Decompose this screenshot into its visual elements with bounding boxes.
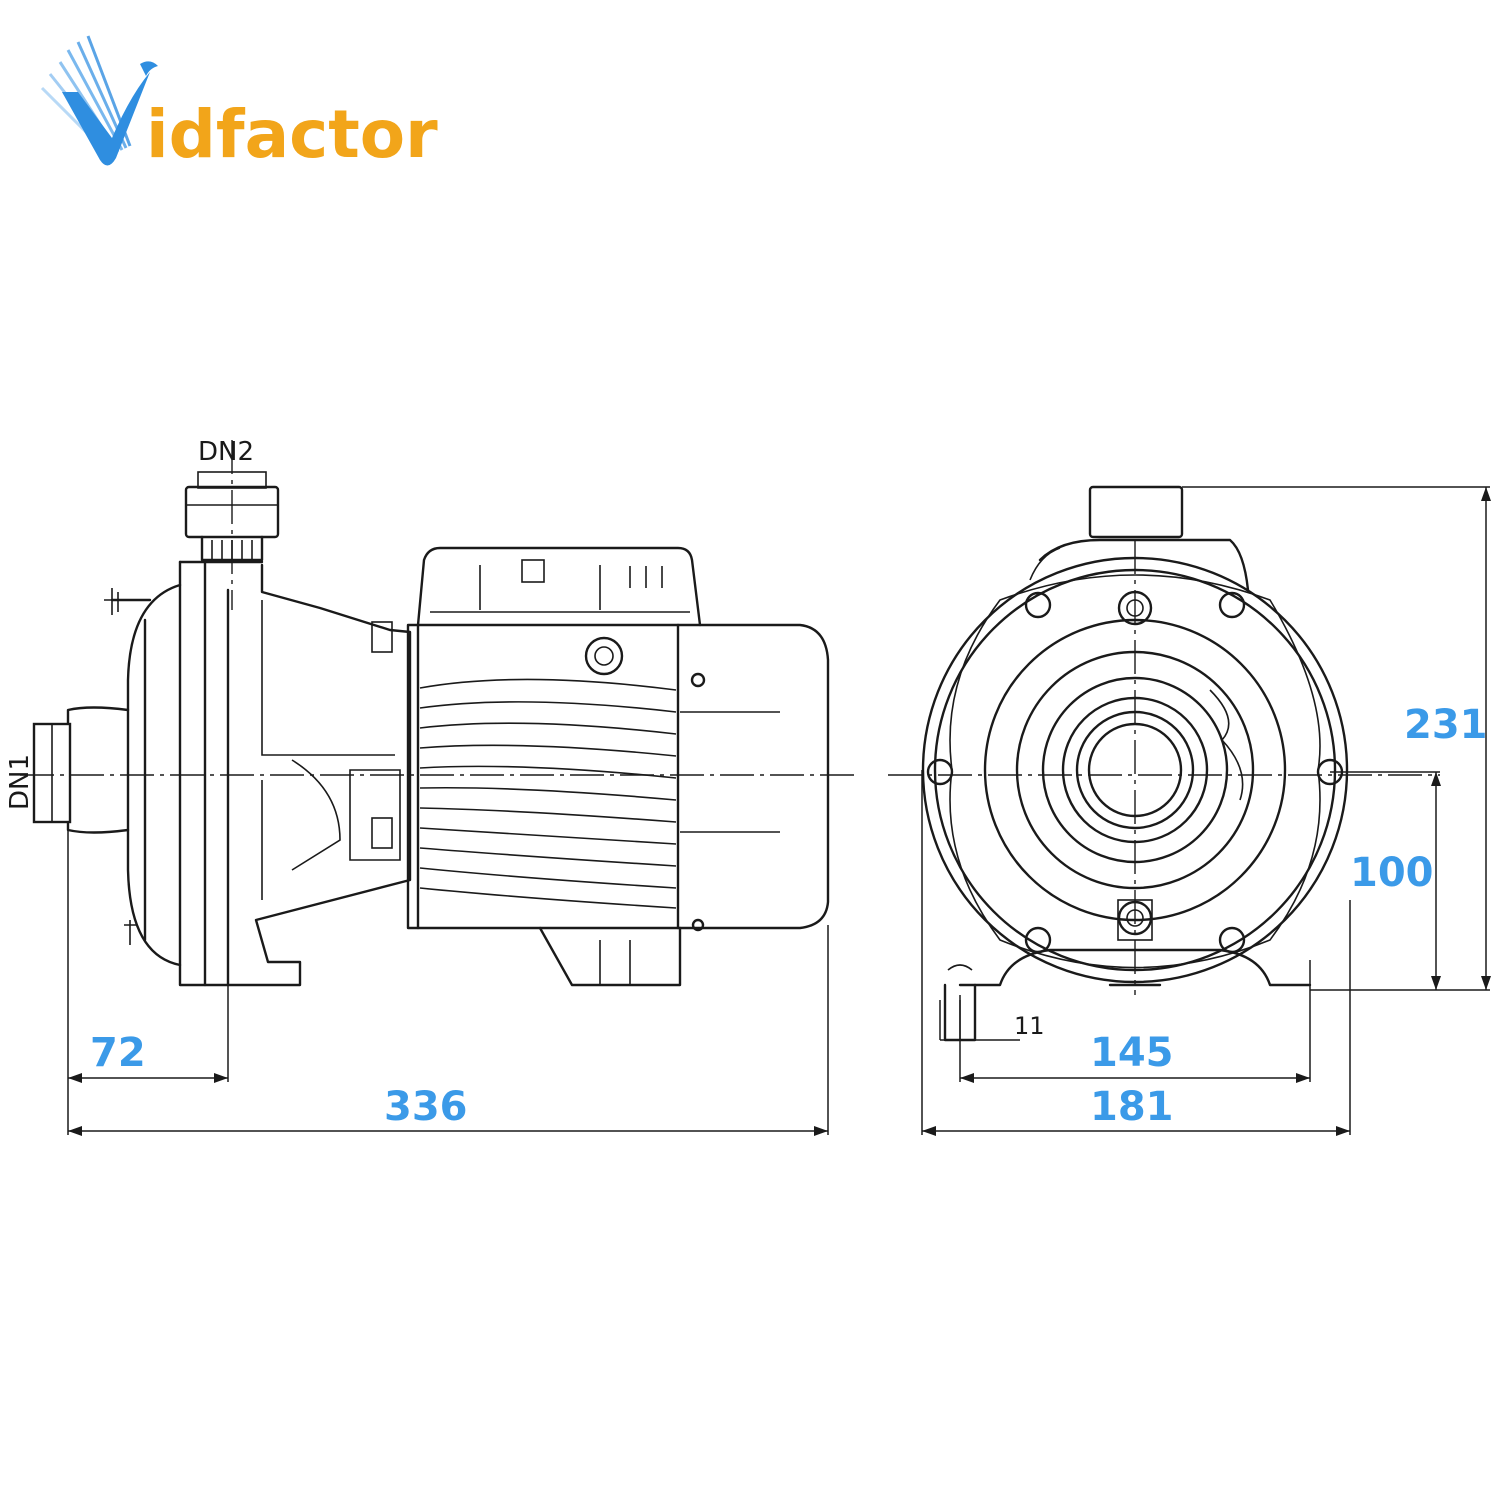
dim-231: 231 xyxy=(1404,702,1488,748)
dim-336: 336 xyxy=(384,1084,468,1130)
side-view xyxy=(20,440,855,1136)
dim-72: 72 xyxy=(90,1030,146,1076)
cooling-fins xyxy=(419,678,677,909)
dn1-label: DN1 xyxy=(5,754,35,810)
dim-100: 100 xyxy=(1350,850,1434,896)
dim-145: 145 xyxy=(1090,1030,1174,1076)
front-view xyxy=(888,485,1491,1136)
logo-wordmark: idfactor xyxy=(146,96,438,173)
dn2-label: DN2 xyxy=(198,437,254,467)
logo-v-shape xyxy=(62,72,150,166)
dim-181: 181 xyxy=(1090,1084,1174,1130)
dim-11: 11 xyxy=(1014,1012,1045,1040)
brand-logo: idfactor xyxy=(40,35,438,173)
